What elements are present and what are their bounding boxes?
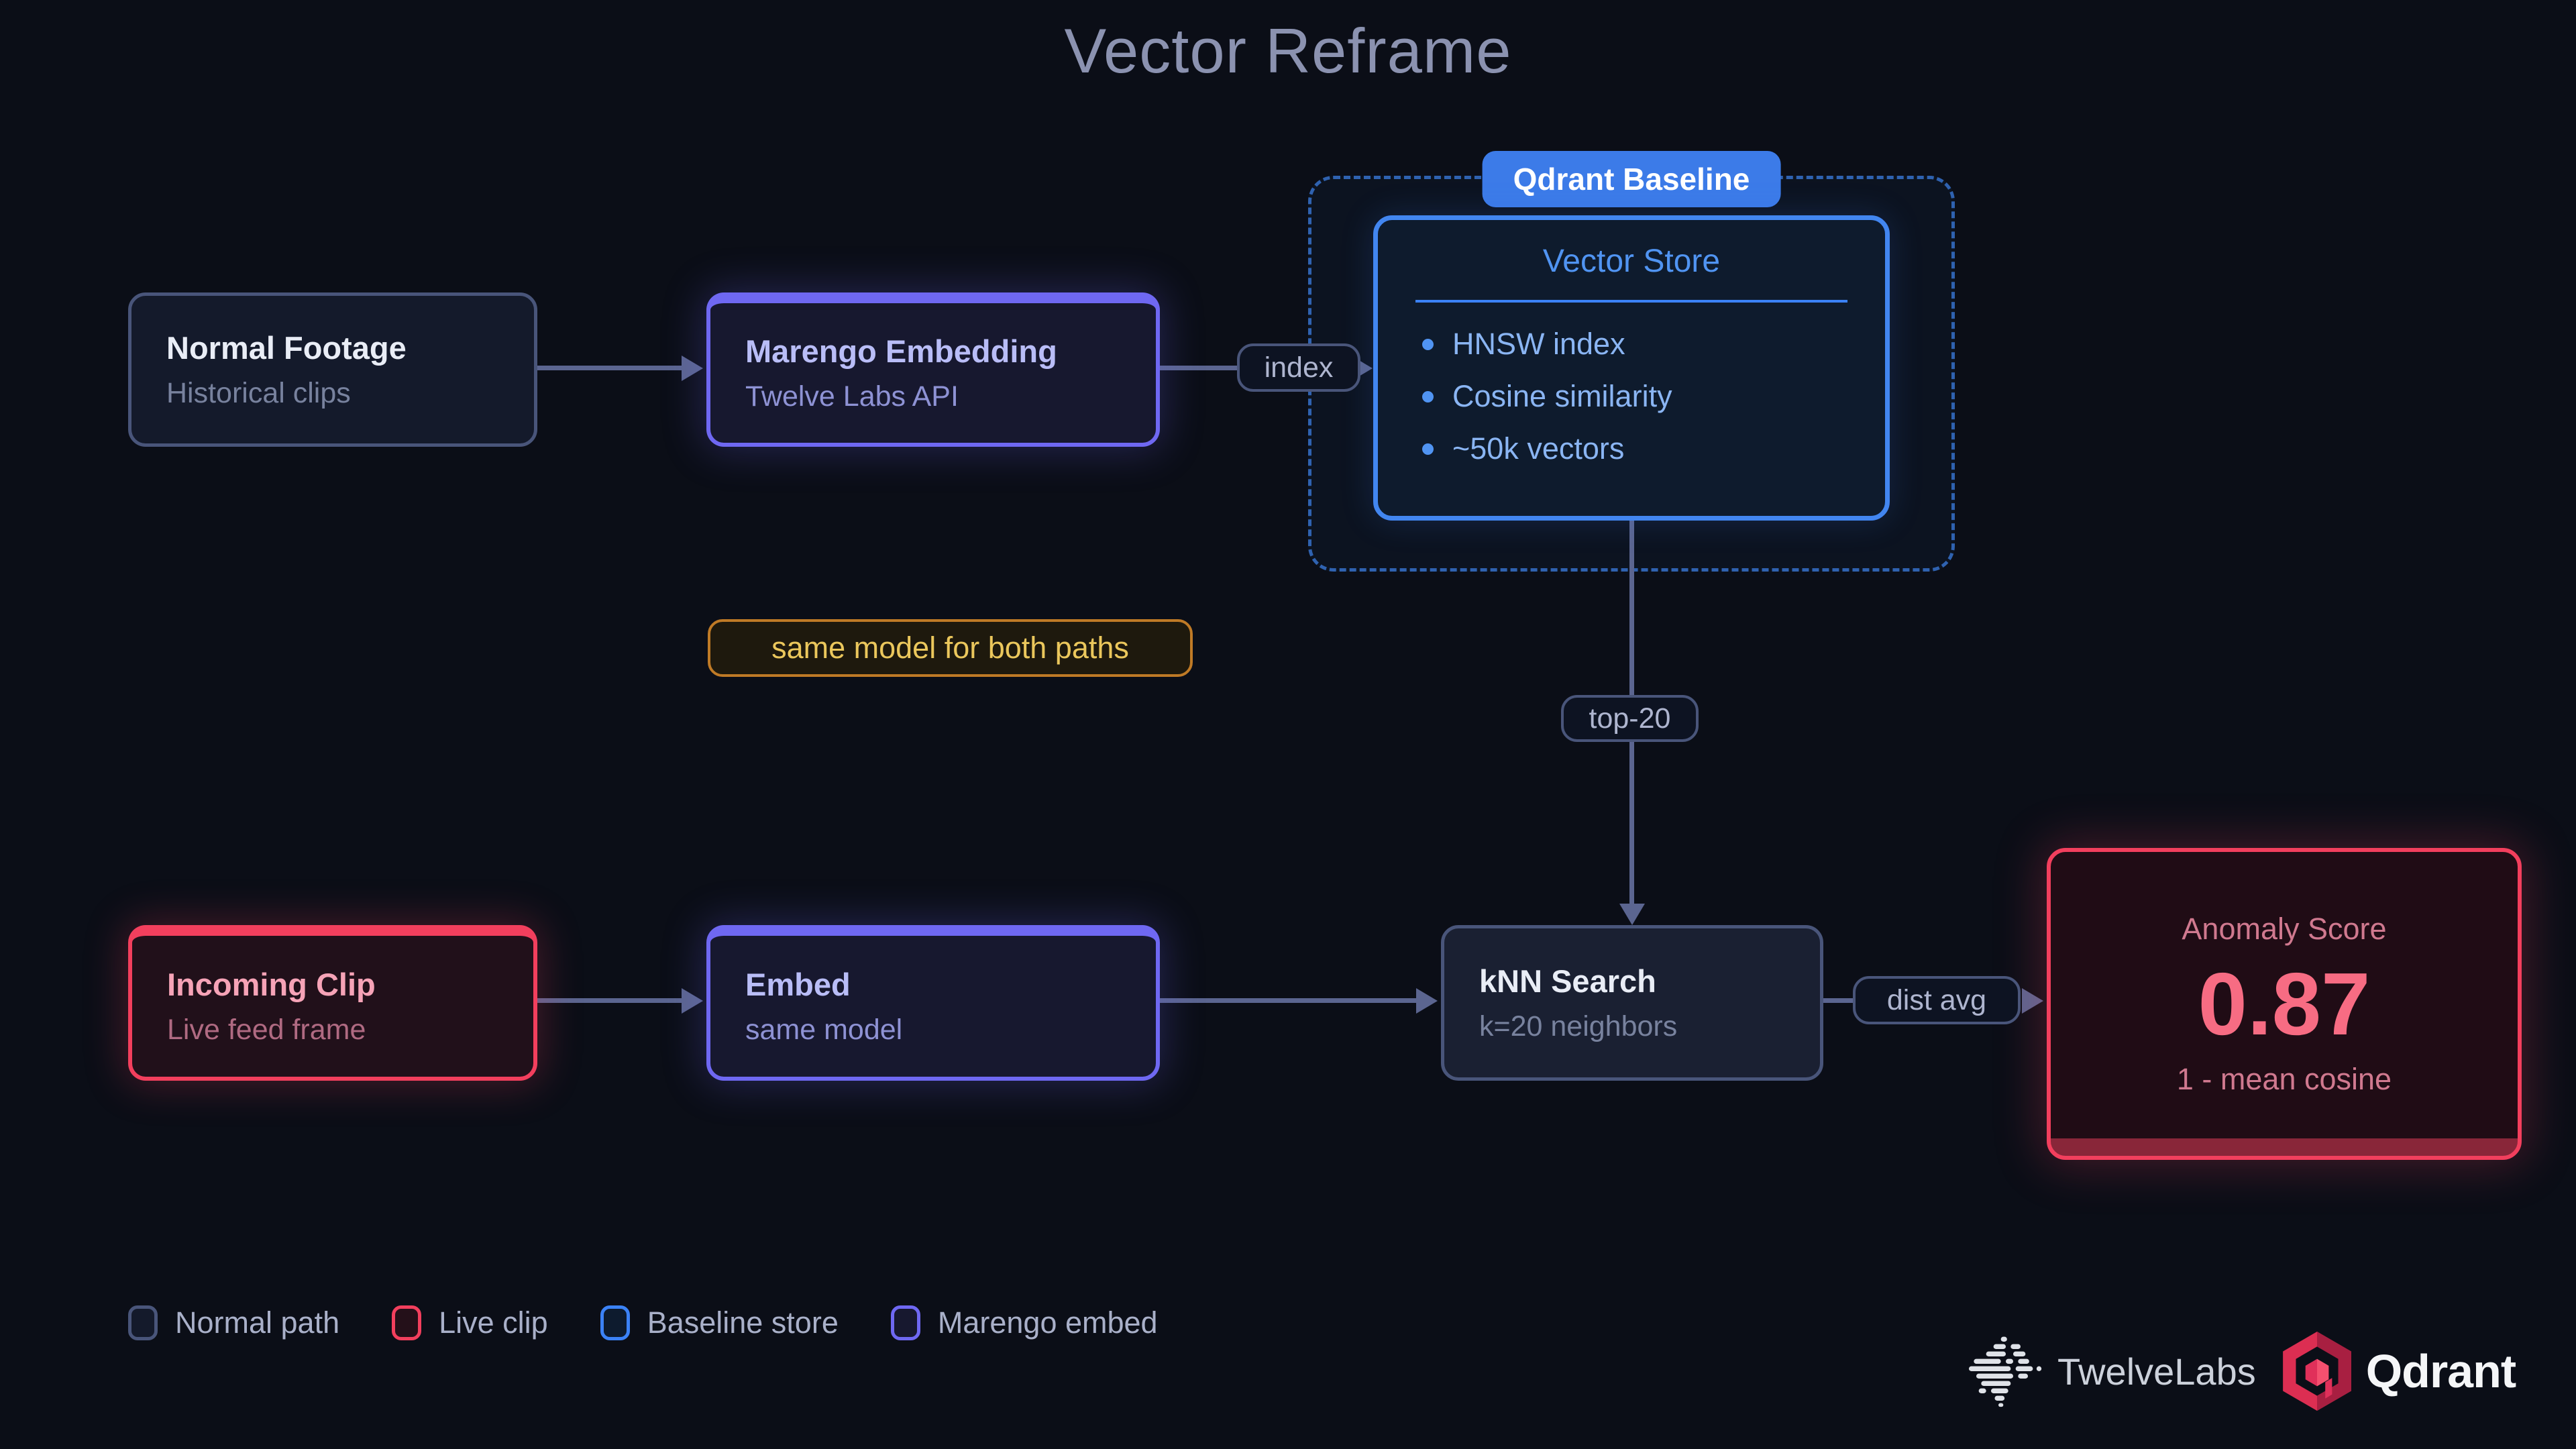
node-normal-footage: Normal Footage Historical clips (128, 292, 537, 447)
legend-label: Normal path (175, 1305, 340, 1340)
node-marengo-embedding: Marengo Embedding Twelve Labs API (706, 292, 1160, 447)
edge-normal-to-marengo (537, 366, 685, 370)
vector-store-item: Cosine similarity (1452, 379, 1672, 413)
legend: Normal path Live clip Baseline store Mar… (128, 1305, 1158, 1340)
vector-store-item: HNSW index (1452, 327, 1625, 361)
node-title: kNN Search (1479, 963, 1656, 999)
legend-item-marengo-embed: Marengo embed (890, 1305, 1158, 1340)
arrowhead-into-marengo (682, 356, 703, 381)
edge-label-top20: top-20 (1561, 695, 1699, 742)
legend-label: Live clip (439, 1305, 548, 1340)
vector-store-title: Vector Store (1542, 244, 1721, 279)
edge-marengo-to-index (1160, 366, 1239, 370)
bullet-dot-icon (1422, 338, 1434, 350)
anomaly-formula: 1 - mean cosine (2176, 1061, 2392, 1096)
anomaly-title: Anomaly Score (2182, 911, 2387, 946)
edge-incoming-to-embed (537, 998, 685, 1003)
node-vector-store: Vector Store HNSW index Cosine similarit… (1373, 215, 1890, 521)
anomaly-value: 0.87 (2198, 954, 2371, 1053)
node-knn-search: kNN Search k=20 neighbors (1441, 925, 1823, 1081)
legend-swatch-purple (890, 1305, 920, 1340)
legend-swatch-blue (600, 1305, 630, 1340)
edge-knn-to-distavg (1823, 998, 1856, 1003)
node-subtitle: Historical clips (166, 377, 351, 409)
twelvelabs-wordmark: TwelveLabs (2057, 1350, 2256, 1393)
arrowhead-into-knn-left (1416, 988, 1438, 1014)
node-subtitle: k=20 neighbors (1479, 1010, 1678, 1042)
bullet-dot-icon (1422, 390, 1434, 402)
node-title: Embed (745, 967, 851, 1002)
twelvelabs-logo-icon (1969, 1336, 2042, 1407)
legend-item-live-clip: Live clip (392, 1305, 548, 1340)
edge-label-index: index (1237, 343, 1360, 392)
node-subtitle: same model (745, 1014, 903, 1046)
page-title: Vector Reframe (1064, 15, 1512, 86)
legend-label: Marengo embed (937, 1305, 1158, 1340)
node-incoming-clip: Incoming Clip Live feed frame (128, 925, 537, 1081)
legend-item-baseline-store: Baseline store (600, 1305, 839, 1340)
vector-store-divider (1415, 300, 1847, 303)
qdrant-baseline-badge: Qdrant Baseline (1482, 151, 1781, 207)
twelvelabs-brand: TwelveLabs (1969, 1334, 2256, 1408)
node-subtitle: Live feed frame (167, 1014, 366, 1046)
node-anomaly-score: Anomaly Score 0.87 1 - mean cosine (2047, 848, 2522, 1160)
qdrant-logo-icon (2282, 1332, 2351, 1411)
node-embed: Embed same model (706, 925, 1160, 1081)
list-item: Cosine similarity (1422, 379, 1885, 414)
node-subtitle: Twelve Labs API (745, 380, 959, 413)
legend-swatch-slate (128, 1305, 158, 1340)
legend-item-normal-path: Normal path (128, 1305, 339, 1340)
arrowhead-into-embed (682, 988, 703, 1014)
arrowhead-into-knn-top (1619, 904, 1645, 925)
list-item: HNSW index (1422, 327, 1885, 362)
node-title: Normal Footage (166, 330, 407, 366)
legend-swatch-rose (392, 1305, 422, 1340)
arrowhead-into-anomaly (2022, 988, 2043, 1014)
qdrant-wordmark: Qdrant (2365, 1345, 2516, 1397)
qdrant-brand: Qdrant (2282, 1332, 2516, 1411)
bullet-dot-icon (1422, 443, 1434, 455)
legend-label: Baseline store (647, 1305, 839, 1340)
note-same-model: same model for both paths (708, 619, 1193, 677)
node-title: Incoming Clip (167, 967, 376, 1002)
list-item: ~50k vectors (1422, 431, 1885, 466)
edge-embed-to-knn (1160, 998, 1418, 1003)
footer-brands: TwelveLabs Qdrant (1969, 1332, 2516, 1411)
node-title: Marengo Embedding (745, 333, 1057, 369)
vector-store-item: ~50k vectors (1452, 431, 1625, 466)
edge-label-dist-avg: dist avg (1853, 976, 2021, 1024)
